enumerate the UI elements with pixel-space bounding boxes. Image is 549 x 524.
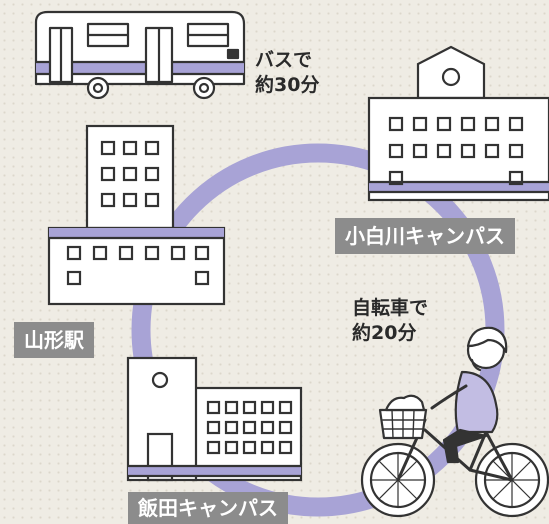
cyclist-icon bbox=[360, 326, 549, 518]
bus-time-note: バスで 約30分 bbox=[255, 48, 319, 98]
label-koshirakawa-campus: 小白川キャンパス bbox=[335, 218, 515, 254]
bike-note-line2: 約20分 bbox=[352, 322, 417, 344]
label-iida-campus: 飯田キャンパス bbox=[128, 492, 288, 524]
bus-icon bbox=[34, 10, 246, 100]
bus-note-line2: 約30分 bbox=[255, 74, 320, 96]
station-building-icon bbox=[47, 124, 226, 306]
bike-time-note: 自転車で 約20分 bbox=[352, 296, 428, 346]
bus-note-line1: バスで bbox=[255, 49, 313, 71]
campus-building-icon bbox=[126, 356, 303, 482]
school-building-icon bbox=[367, 45, 549, 202]
bike-note-line1: 自転車で bbox=[352, 297, 429, 319]
label-yamagata-station: 山形駅 bbox=[14, 322, 94, 358]
